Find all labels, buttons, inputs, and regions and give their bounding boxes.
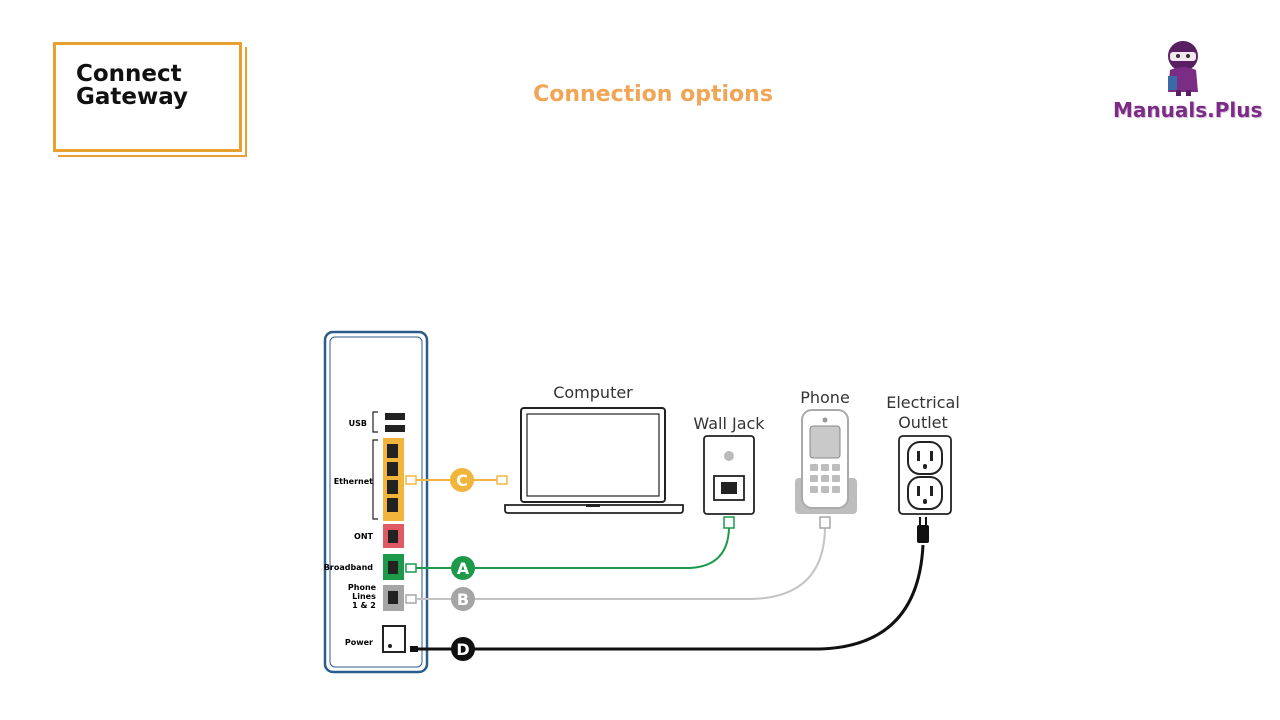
phone-lines-label-3: 1 & 2 [352, 601, 376, 610]
cable-c: C [405, 468, 508, 492]
phone-lines-port [383, 585, 404, 611]
cable-b: B [405, 516, 831, 611]
cable-a: A [405, 516, 735, 580]
usb-label: USB [349, 419, 367, 428]
manuals-plus-logo [1168, 41, 1198, 96]
title-card: Connect Gateway [53, 42, 242, 152]
phone-icon [795, 409, 857, 514]
ethernet-ports [372, 438, 404, 521]
ninja-mascot-icon [1168, 41, 1198, 96]
outlet-label-1: Electrical [886, 393, 960, 412]
power-label: Power [345, 638, 373, 647]
cable-d-letter: D [456, 640, 469, 659]
ont-port [383, 524, 404, 548]
gateway-device [323, 330, 429, 674]
broadband-port [383, 554, 404, 580]
outlet-label-2: Outlet [898, 413, 948, 432]
phone-lines-label-2: Lines [352, 592, 376, 601]
computer-label: Computer [553, 383, 633, 402]
cable-b-letter: B [457, 590, 469, 609]
broadband-label: Broadband [324, 563, 373, 572]
phone-label: Phone [800, 388, 850, 407]
page-heading: Connection options [533, 82, 773, 107]
electrical-outlet-icon [898, 435, 952, 515]
cable-d: D [410, 517, 929, 661]
laptop-icon [504, 407, 684, 514]
wall-jack-icon [703, 435, 755, 515]
ont-label: ONT [354, 532, 373, 541]
usb-ports [372, 411, 405, 433]
power-port [382, 625, 406, 653]
brand-name: Manuals.Plus [1113, 98, 1263, 122]
phone-lines-label-1: Phone [348, 583, 377, 592]
cable-c-letter: C [456, 471, 468, 490]
ethernet-label: Ethernet [334, 477, 373, 486]
cable-a-letter: A [457, 559, 470, 578]
title-text: Connect Gateway [76, 61, 189, 110]
wall-jack-label: Wall Jack [693, 414, 765, 433]
